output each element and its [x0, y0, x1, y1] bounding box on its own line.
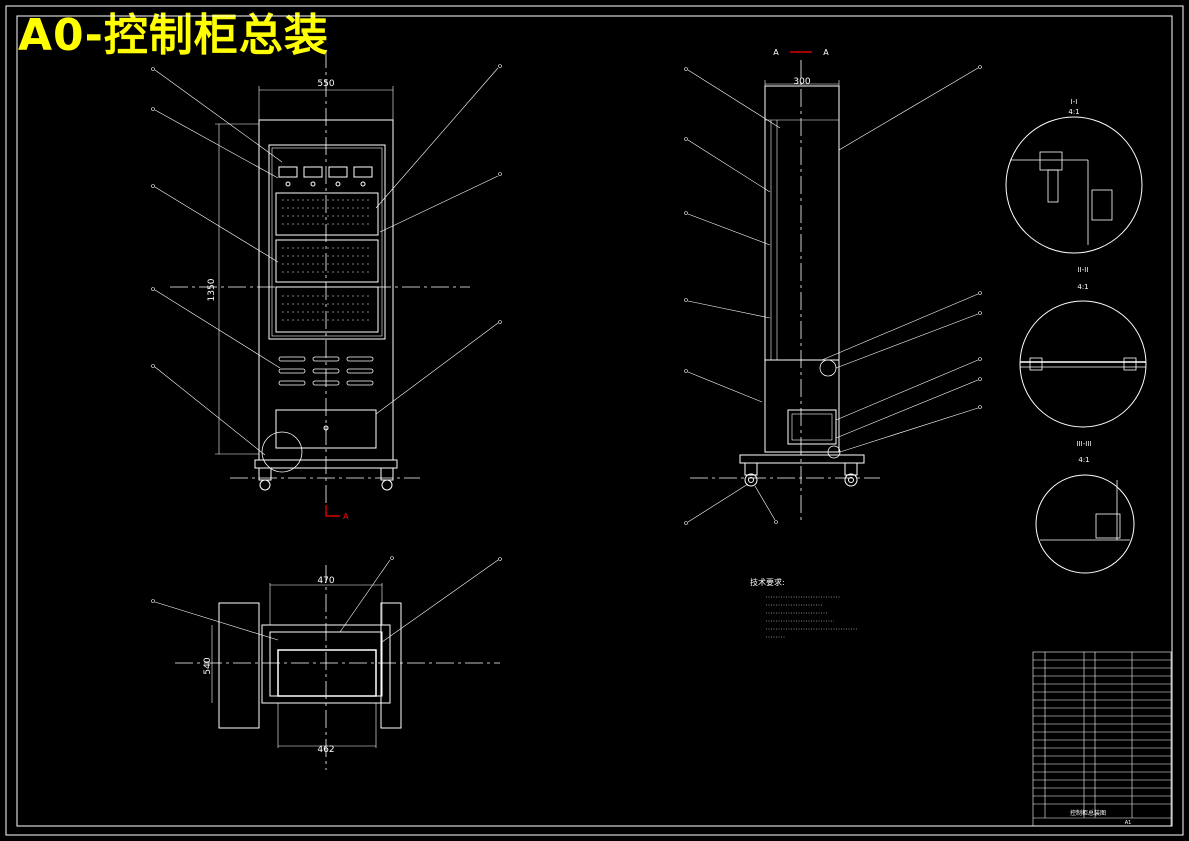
- tech-requirements-heading: 技术要求:: [750, 577, 785, 587]
- detail-3-title: III-III: [1077, 440, 1092, 448]
- title-block: 控制柜总装图 A1: [1032, 651, 1172, 827]
- front-width-dimension: 550: [317, 79, 334, 89]
- title-block-sheet: A1: [1125, 820, 1132, 826]
- technical-requirements: 技术要求:: [750, 577, 858, 638]
- side-width-dimension: 300: [793, 77, 810, 87]
- side-section-label-left: A: [773, 48, 779, 57]
- detail-views: I-I 4:1 II-II 4:1 III-III 4:1: [1005, 98, 1147, 574]
- detail-3-scale: 4:1: [1078, 456, 1089, 464]
- front-view: 550 1350: [151, 50, 502, 521]
- detail-1-scale: 4:1: [1068, 108, 1079, 116]
- top-view-depth-dimension: 540: [203, 657, 213, 674]
- outer-border: [5, 5, 1184, 836]
- front-height-dimension: 1350: [207, 278, 217, 301]
- top-view: 470 462 540: [151, 556, 502, 770]
- top-view-top-dimension: 470: [317, 576, 334, 586]
- detail-2-title: II-II: [1078, 266, 1089, 274]
- detail-2-scale: 4:1: [1077, 283, 1088, 291]
- side-view: A A 300: [684, 48, 982, 525]
- side-section-label-right: A: [823, 48, 829, 57]
- inner-border: [16, 15, 1173, 827]
- top-view-bottom-dimension: 462: [317, 745, 334, 755]
- title-block-drawing-name: 控制柜总装图: [1070, 809, 1106, 817]
- detail-1-title: I-I: [1071, 98, 1078, 106]
- drawing-title: A0-控制柜总装: [18, 10, 329, 61]
- front-section-label: A: [343, 512, 349, 521]
